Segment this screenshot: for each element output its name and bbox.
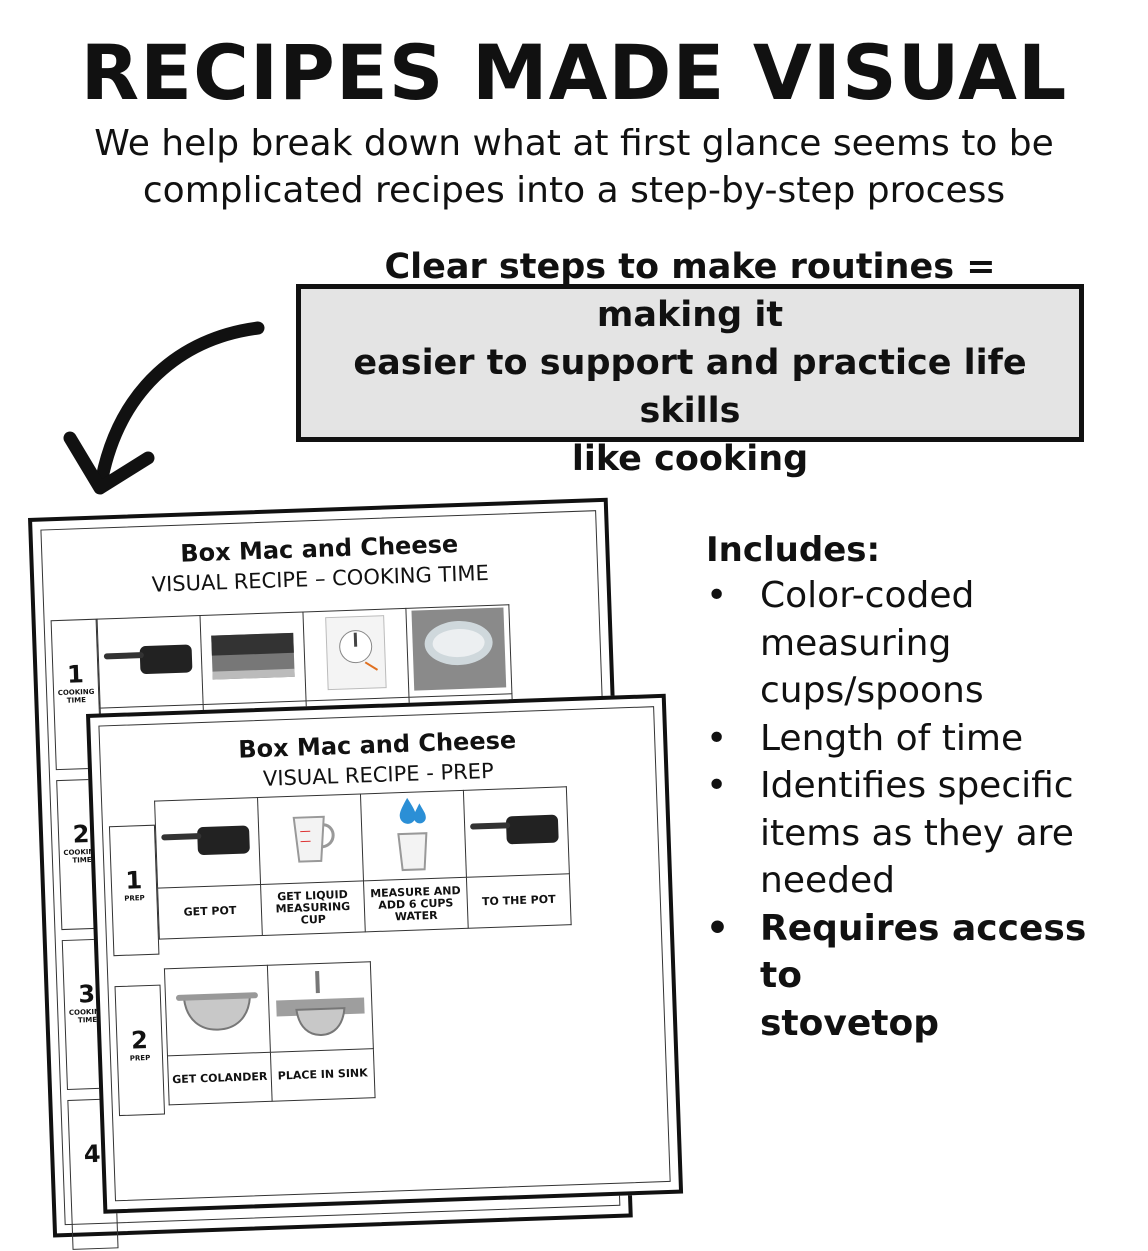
bullet: • <box>706 905 729 953</box>
list-item: • Color-coded measuring cups/spoons <box>706 572 1126 715</box>
sink-icon <box>271 963 370 1046</box>
dial-icon <box>320 611 393 693</box>
prep-step-2-grid: GET COLANDER PLACE IN SINK <box>164 961 376 1105</box>
step-label: PLACE IN SINK <box>270 1049 375 1102</box>
callout-box: Clear steps to make routines = making it… <box>296 284 1084 442</box>
photo-measure-water <box>360 790 466 881</box>
includes-heading: Includes: <box>706 530 1126 570</box>
photo-pot <box>97 616 203 709</box>
measuring-cup-icon <box>279 806 341 868</box>
curved-arrow-icon <box>50 310 280 510</box>
photo-dial <box>303 608 409 701</box>
page-subtitle: We help break down what at first glance … <box>74 120 1074 214</box>
step-marker-prep-2: 2 PREP <box>115 985 166 1117</box>
step-label: GET LIQUID MEASURING CUP <box>261 881 366 936</box>
pot-icon <box>101 638 198 681</box>
bullet: • <box>706 762 727 810</box>
sheet-inner-border: Box Mac and Cheese VISUAL RECIPE - PREP … <box>98 706 670 1201</box>
callout-line-3: like cooking <box>313 435 1067 483</box>
list-item: • Identifies specific items as they are … <box>706 762 1126 905</box>
photo-colander <box>164 965 270 1056</box>
bullet: • <box>706 572 727 620</box>
water-drop-icon <box>377 792 450 874</box>
prep-step-1-grid: GET POT GET LIQUID MEASURING CUP MEASURE… <box>154 786 572 939</box>
list-item: • Requires access to stovetop <box>706 905 1126 1048</box>
page-title: RECIPES MADE VISUAL <box>0 28 1148 117</box>
photo-pot-2 <box>463 787 569 878</box>
colander-icon <box>172 982 264 1035</box>
bullet: • <box>706 715 727 763</box>
step-label: TO THE POT <box>466 874 571 929</box>
step-marker-prep-1: 1 PREP <box>109 825 160 957</box>
boiling-pot-icon <box>409 605 508 692</box>
subtitle-line-2: complicated recipes into a step-by-step … <box>74 167 1074 214</box>
photo-sink <box>267 962 373 1053</box>
photo-pot <box>155 798 261 889</box>
pot-icon <box>468 808 565 851</box>
includes-section: Includes: • Color-coded measuring cups/s… <box>706 530 1126 1047</box>
pot-icon <box>159 819 256 862</box>
stove-icon <box>207 625 299 688</box>
photo-boiling-water <box>406 605 512 698</box>
includes-list: • Color-coded measuring cups/spoons • Le… <box>706 572 1126 1047</box>
step-label: GET POT <box>158 885 263 940</box>
step-label: MEASURE AND ADD 6 CUPS WATER <box>363 877 468 932</box>
step-label: GET COLANDER <box>167 1052 272 1105</box>
callout-line-2: easier to support and practice life skil… <box>313 339 1067 435</box>
subtitle-line-1: We help break down what at first glance … <box>74 120 1074 167</box>
recipe-sheet-prep: Box Mac and Cheese VISUAL RECIPE - PREP … <box>86 694 683 1214</box>
callout-line-1: Clear steps to make routines = making it <box>313 243 1067 339</box>
list-item: • Length of time <box>706 715 1126 763</box>
photo-stovetop <box>200 612 306 705</box>
photo-measuring-cup <box>258 794 364 885</box>
